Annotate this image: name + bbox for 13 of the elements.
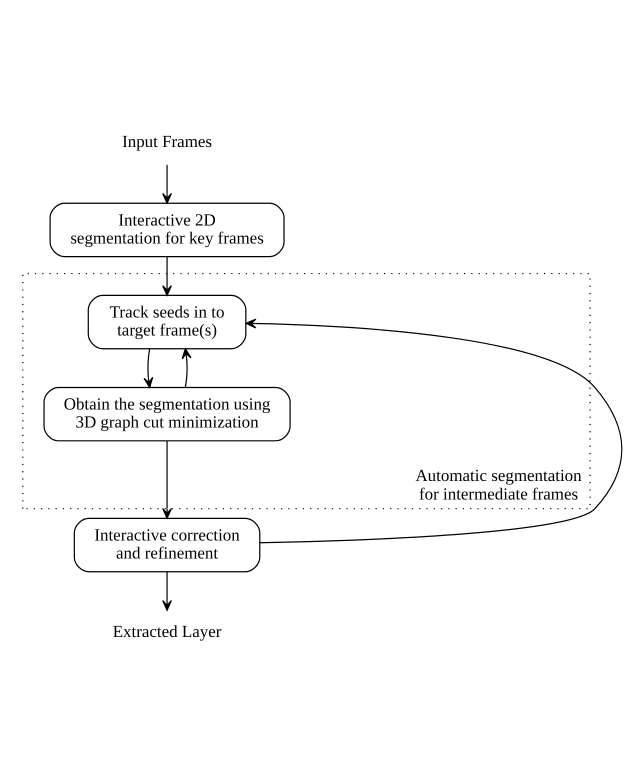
arrow	[162, 256, 172, 296]
arrow	[162, 164, 172, 204]
node-box: Track seeds in to target frame(s)	[88, 294, 246, 349]
arrow	[143, 348, 154, 388]
node-box: Obtain the segmentation using 3D graph cut minimization	[43, 386, 291, 441]
node-box: Interactive 2D segmentation for key frames	[50, 202, 285, 257]
node-box: Interactive correction and refinement	[74, 517, 260, 572]
arrow	[182, 348, 192, 388]
arrow	[246, 318, 622, 543]
node-text: Extracted Layer	[112, 621, 222, 640]
arrow	[162, 440, 172, 518]
node-text: Input Frames	[122, 132, 212, 151]
arrow	[162, 571, 172, 610]
